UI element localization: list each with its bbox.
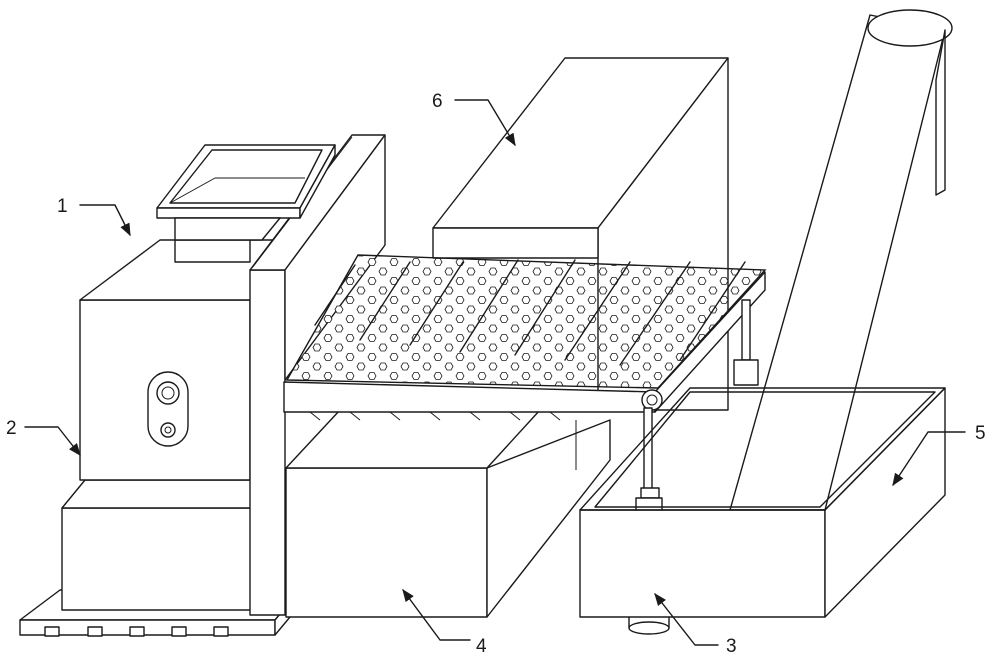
main-housing bbox=[79, 134, 386, 616]
label-2: 2 bbox=[6, 418, 17, 439]
elevator-tube bbox=[729, 9, 953, 511]
label-1: 1 bbox=[57, 196, 68, 217]
label-3: 3 bbox=[726, 636, 737, 657]
callouts: 1 2 3 4 5 6 bbox=[6, 91, 986, 657]
conveyor-belt bbox=[283, 254, 767, 421]
collection-tray bbox=[285, 409, 611, 618]
water-tank bbox=[579, 387, 946, 618]
label-6: 6 bbox=[432, 91, 443, 112]
label-4: 4 bbox=[476, 636, 487, 657]
feed-hopper bbox=[156, 144, 336, 263]
label-5: 5 bbox=[975, 423, 986, 444]
lower-housing bbox=[61, 479, 253, 611]
